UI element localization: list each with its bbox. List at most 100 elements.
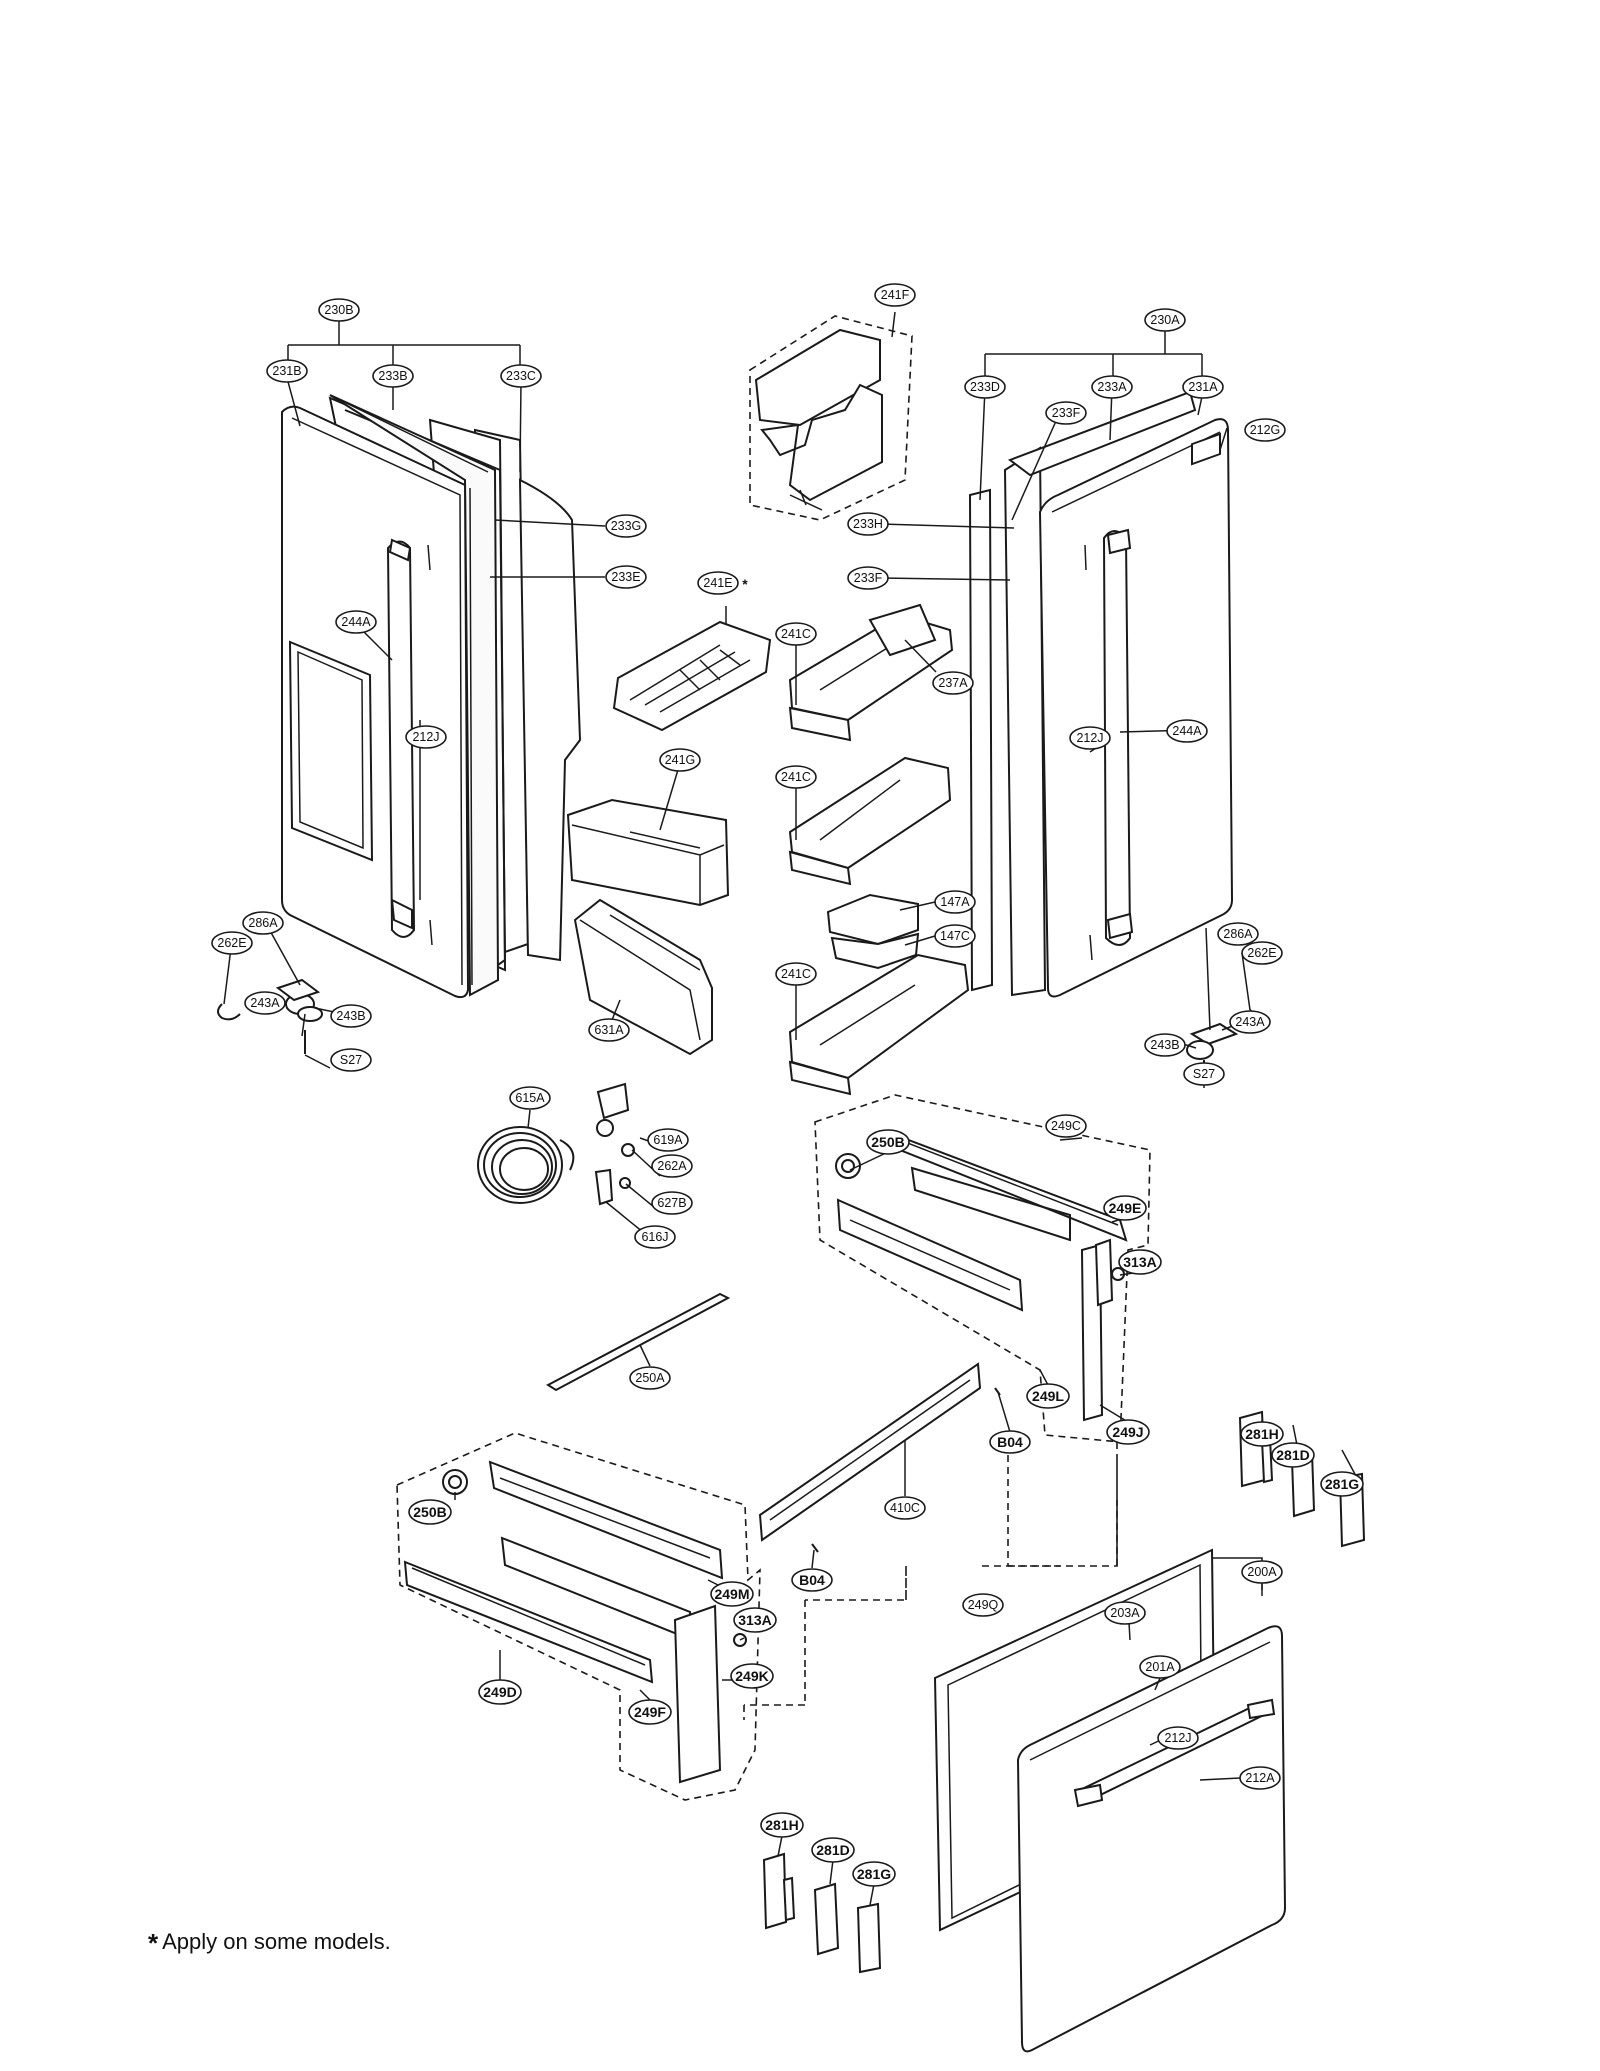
callout-250A: 250A [629, 1366, 671, 1390]
svg-text:243B: 243B [336, 1009, 365, 1023]
callout-B04-top: B04 [989, 1430, 1031, 1454]
svg-text:262E: 262E [217, 936, 246, 950]
svg-text:286A: 286A [1223, 927, 1253, 941]
callout-627B: 627B [651, 1191, 693, 1215]
left-door-assembly [217, 318, 582, 1054]
callout-249C: 249C [1045, 1114, 1087, 1138]
callout-410C: 410C [884, 1496, 926, 1520]
callout-233F-a: 233F [847, 566, 889, 590]
callout-241C-1: 241C [775, 622, 817, 646]
callout-286A-left: 286A [242, 911, 284, 935]
svg-text:B04: B04 [799, 1572, 825, 1588]
svg-text:212G: 212G [1250, 423, 1281, 437]
svg-text:281D: 281D [816, 1842, 849, 1858]
callout-241G: 241G [659, 748, 701, 772]
svg-text:241F: 241F [881, 288, 910, 302]
svg-text:250A: 250A [635, 1371, 665, 1385]
callout-203A: 203A [1104, 1601, 1146, 1625]
callout-230B: 230B [318, 298, 360, 322]
svg-text:203A: 203A [1110, 1606, 1140, 1620]
callout-212J-left: 212J [405, 725, 447, 749]
callout-244A-left: 244A [335, 610, 377, 634]
water-line-kit [477, 1082, 635, 1206]
svg-text:243A: 243A [250, 996, 280, 1010]
callout-262E-left: 262E [211, 931, 253, 955]
callout-244A-right: 244A [1166, 719, 1208, 743]
callout-243A-right: 243A [1229, 1010, 1271, 1034]
svg-text:241C: 241C [781, 967, 811, 981]
callout-250B-top: 250B [866, 1129, 910, 1155]
svg-text:281D: 281D [1276, 1447, 1309, 1463]
svg-text:*: * [742, 576, 748, 592]
callout-615A: 615A [509, 1086, 551, 1110]
svg-text:249J: 249J [1112, 1424, 1143, 1440]
callout-243A-left: 243A [244, 991, 286, 1015]
svg-text:231B: 231B [272, 364, 301, 378]
svg-text:241E: 241E [703, 576, 732, 590]
callout-231B: 231B [266, 359, 308, 383]
svg-text:249Q: 249Q [968, 1598, 999, 1612]
callout-281D-top: 281D [1271, 1442, 1315, 1468]
callout-241E: 241E * [697, 571, 748, 595]
svg-text:262A: 262A [657, 1159, 687, 1173]
callout-243B-right: 243B [1144, 1033, 1186, 1057]
svg-text:249E: 249E [1109, 1200, 1142, 1216]
svg-text:230B: 230B [324, 303, 353, 317]
callout-147A: 147A [934, 890, 976, 914]
svg-text:241C: 241C [781, 770, 811, 784]
callout-249E: 249E [1103, 1195, 1147, 1221]
svg-text:250B: 250B [413, 1504, 446, 1520]
svg-text:286A: 286A [248, 916, 278, 930]
callout-281G-bottom: 281G [852, 1861, 896, 1887]
svg-text:249M: 249M [714, 1586, 749, 1602]
callout-212J-drawer: 212J [1157, 1726, 1199, 1750]
callout-212A: 212A [1239, 1766, 1281, 1790]
svg-text:212A: 212A [1245, 1771, 1275, 1785]
callout-233G: 233G [605, 514, 647, 538]
svg-text:410C: 410C [890, 1501, 920, 1515]
callout-249F: 249F [628, 1699, 672, 1725]
svg-text:212J: 212J [412, 730, 439, 744]
svg-text:281H: 281H [1245, 1426, 1278, 1442]
svg-text:233D: 233D [970, 380, 1000, 394]
svg-text:233F: 233F [854, 571, 883, 585]
svg-text:212J: 212J [1164, 1731, 1191, 1745]
callout-281H-top: 281H [1240, 1421, 1284, 1447]
svg-text:243A: 243A [1235, 1015, 1265, 1029]
callout-616J: 616J [634, 1225, 676, 1249]
callout-281G-top: 281G [1320, 1471, 1364, 1497]
svg-text:241G: 241G [665, 753, 696, 767]
callout-286A-right: 286A [1217, 922, 1259, 946]
callout-281D-bottom: 281D [811, 1837, 855, 1863]
callout-281H-bottom: 281H [760, 1812, 804, 1838]
rod-250A [545, 1292, 731, 1392]
callout-249L: 249L [1026, 1383, 1070, 1409]
svg-text:619A: 619A [653, 1133, 683, 1147]
svg-text:249D: 249D [483, 1684, 516, 1700]
callout-313A-bottom: 313A [733, 1607, 777, 1633]
freezer-drawer [933, 1548, 1287, 2053]
callout-249D: 249D [478, 1679, 522, 1705]
callout-212G: 212G [1244, 418, 1286, 442]
footnote-star: * [148, 1928, 159, 1958]
center-bins [566, 315, 970, 1096]
svg-text:249L: 249L [1032, 1388, 1064, 1404]
svg-text:631A: 631A [594, 1023, 624, 1037]
callout-243B-left: 243B [330, 1004, 372, 1028]
svg-text:615A: 615A [515, 1091, 545, 1105]
svg-text:249C: 249C [1051, 1119, 1081, 1133]
svg-text:233G: 233G [611, 519, 642, 533]
callout-B04-bottom: B04 [791, 1568, 833, 1592]
callout-233F-b: 233F [1045, 401, 1087, 425]
callout-200A: 200A [1241, 1560, 1283, 1584]
callout-147C: 147C [934, 924, 976, 948]
svg-text:233C: 233C [506, 369, 536, 383]
callout-233H: 233H [847, 512, 889, 536]
callout-249Q: 249Q [962, 1593, 1004, 1617]
svg-text:147A: 147A [940, 895, 970, 909]
svg-text:S27: S27 [340, 1053, 362, 1067]
right-door-assembly [968, 330, 1256, 1070]
svg-text:243B: 243B [1150, 1038, 1179, 1052]
svg-text:616J: 616J [641, 1230, 668, 1244]
callout-262A: 262A [651, 1154, 693, 1178]
